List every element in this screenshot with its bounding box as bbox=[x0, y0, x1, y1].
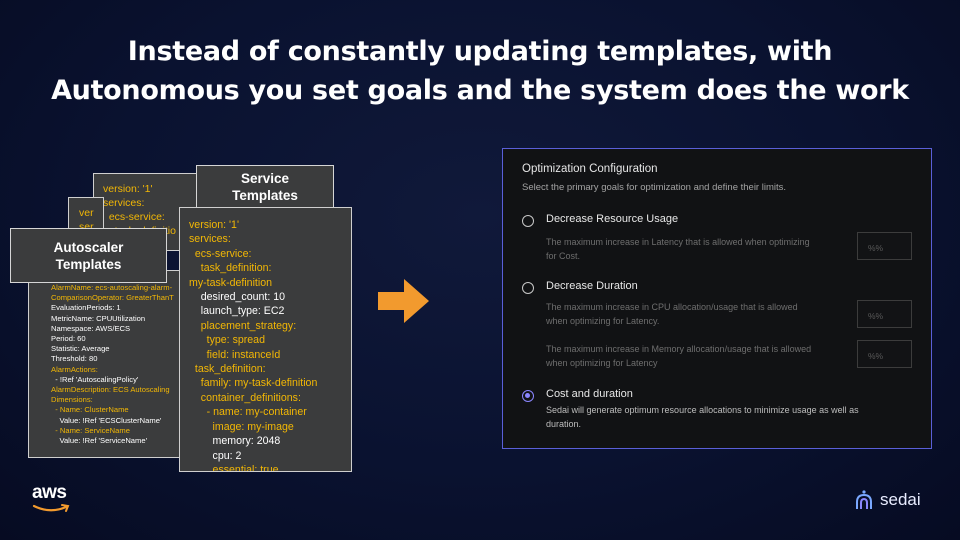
service-templates-label: Service Templates bbox=[196, 165, 334, 209]
limit-description: The maximum increase in CPU allocation/u… bbox=[546, 302, 798, 326]
limit-description: The maximum increase in Memory allocatio… bbox=[546, 344, 812, 368]
service-template-card: version: '1' services: ecs-service: task… bbox=[179, 207, 352, 472]
radio-cost-and-duration[interactable] bbox=[522, 390, 534, 402]
option-label-cost-and-duration[interactable]: Cost and duration bbox=[546, 388, 633, 400]
slide-title-line-2: Autonomous you set goals and the system … bbox=[51, 75, 909, 106]
cpu-limit-input[interactable]: %% bbox=[857, 300, 912, 328]
memory-limit-input[interactable]: %% bbox=[857, 340, 912, 368]
autoscaler-template-card: AlarmName: ecs-autoscaling-alarm- Compar… bbox=[28, 270, 186, 458]
option-label-decrease-resource-usage[interactable]: Decrease Resource Usage bbox=[546, 213, 679, 225]
latency-limit-input[interactable]: %% bbox=[857, 232, 912, 260]
yaml-snippet: AlarmName: ecs-autoscaling-alarm- Compar… bbox=[51, 283, 174, 446]
aws-logo-text: aws bbox=[32, 482, 67, 503]
optimization-config-panel: Optimization Configuration Select the pr… bbox=[502, 148, 932, 449]
limit-description: The maximum increase in Latency that is … bbox=[546, 237, 810, 261]
option-description: Sedai will generate optimum resource all… bbox=[546, 405, 859, 429]
arrow-right-icon bbox=[378, 279, 429, 323]
aws-logo: aws bbox=[32, 482, 72, 513]
radio-decrease-resource-usage[interactable] bbox=[522, 215, 534, 227]
sedai-logo: sedai bbox=[853, 489, 921, 511]
yaml-snippet: version: '1' services: ecs-service: task… bbox=[189, 219, 318, 472]
panel-heading: Optimization Configuration bbox=[522, 163, 658, 175]
radio-decrease-duration[interactable] bbox=[522, 282, 534, 294]
option-label-decrease-duration[interactable]: Decrease Duration bbox=[546, 280, 638, 292]
sedai-mark-icon bbox=[856, 490, 872, 509]
panel-subheading: Select the primary goals for optimizatio… bbox=[522, 182, 787, 193]
sedai-logo-text: sedai bbox=[880, 490, 921, 509]
slide-title-line-1: Instead of constantly updating templates… bbox=[127, 36, 833, 67]
autoscaler-templates-label: Autoscaler Templates bbox=[10, 228, 167, 283]
aws-smile-icon bbox=[32, 504, 70, 512]
